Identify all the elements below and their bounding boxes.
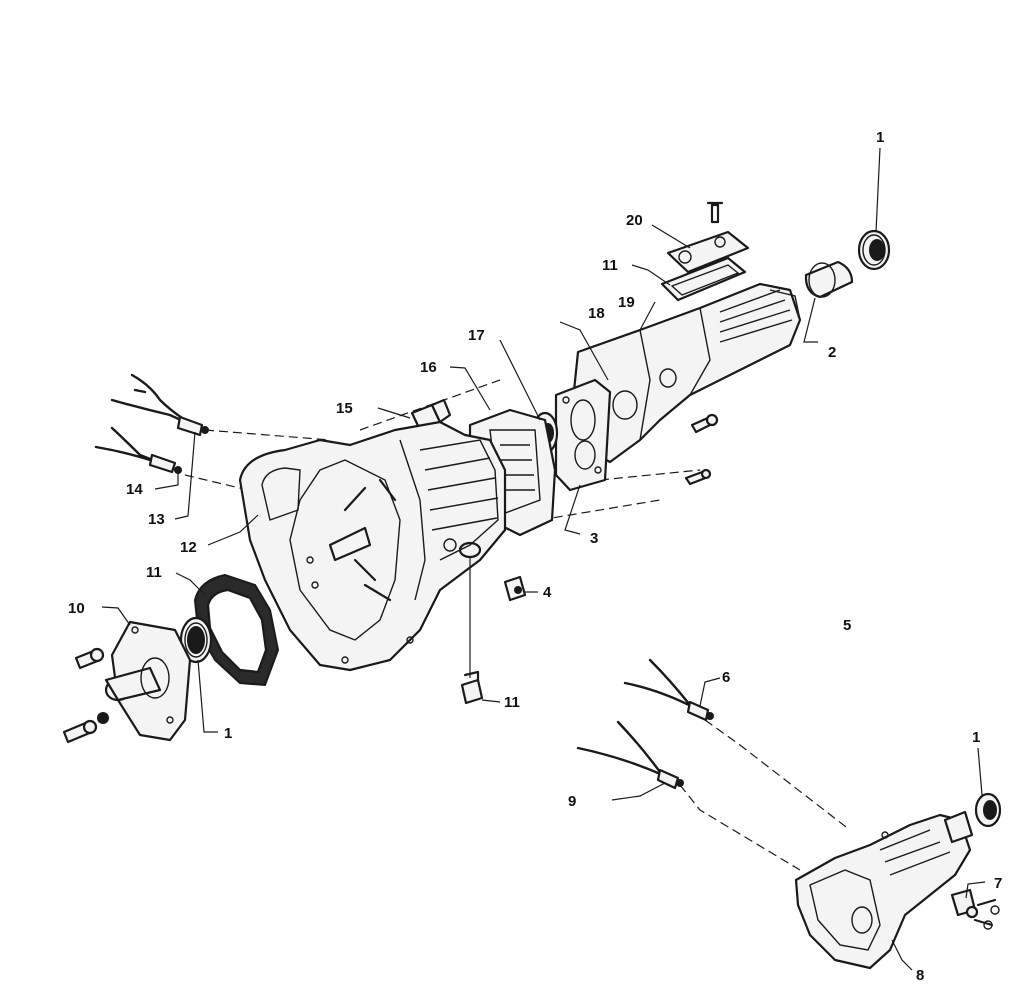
callout-18: 18 <box>588 305 605 322</box>
callout-1-top: 1 <box>876 129 884 146</box>
wire-switch-14 <box>94 426 182 474</box>
oil-seal-top <box>857 229 891 271</box>
housing-bolts <box>684 413 719 486</box>
wire-switch-13 <box>110 373 209 437</box>
callout-6: 6 <box>722 669 730 686</box>
callout-4: 4 <box>543 584 552 601</box>
callout-1-right: 1 <box>972 729 980 746</box>
callout-11-gasket: 11 <box>146 564 162 581</box>
front-gasket <box>193 573 280 687</box>
callout-2: 2 <box>828 344 836 361</box>
callout-16: 16 <box>420 359 437 376</box>
callout-20: 20 <box>626 212 643 229</box>
callout-17: 17 <box>468 327 485 344</box>
cover-gasket <box>660 256 747 302</box>
callout-12: 12 <box>180 539 197 556</box>
callout-15: 15 <box>336 400 353 417</box>
callout-3: 3 <box>590 530 598 547</box>
cover-plate <box>666 201 750 274</box>
drain-plug <box>503 575 527 602</box>
oil-seal-front <box>179 616 213 664</box>
filler-plug <box>460 670 484 705</box>
callout-13: 13 <box>148 511 165 528</box>
callout-10: 10 <box>68 600 85 617</box>
bell-housing <box>238 420 507 672</box>
wire-switch-6 <box>623 658 714 722</box>
bearing-retainer <box>104 620 192 742</box>
speedo-sensor-7 <box>950 888 1000 930</box>
intermediate-plate <box>554 378 612 492</box>
front-bolts <box>62 647 109 744</box>
callout-11-bottom: 11 <box>504 694 520 711</box>
callout-7: 7 <box>994 875 1002 892</box>
transfer-housing-lower <box>794 810 974 970</box>
callout-5: 5 <box>843 617 851 634</box>
callout-11-cover: 11 <box>602 257 618 274</box>
callout-labels: 1 2 3 4 5 6 7 8 9 10 11 11 11 12 13 14 1… <box>68 129 1002 984</box>
callout-14: 14 <box>126 481 143 498</box>
callout-1-front: 1 <box>224 725 232 742</box>
callout-19: 19 <box>618 294 635 311</box>
leader-lines <box>101 147 986 971</box>
sleeve-part <box>804 260 854 299</box>
callout-8: 8 <box>916 967 924 984</box>
wire-switch-9 <box>576 720 684 790</box>
callout-9: 9 <box>568 793 576 810</box>
oil-seal-right <box>974 792 1002 828</box>
